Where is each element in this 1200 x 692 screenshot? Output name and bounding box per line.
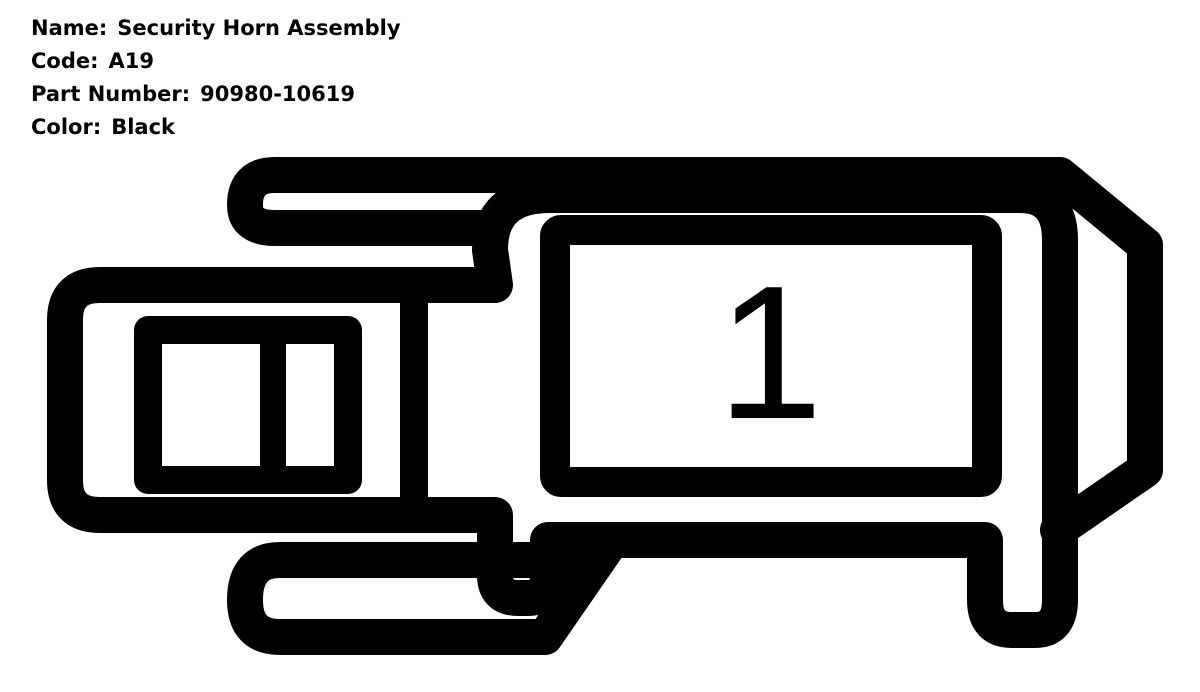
color-value: Black <box>111 115 176 139</box>
pin-1-label: 1 <box>717 247 823 459</box>
name-value: Security Horn Assembly <box>117 16 401 40</box>
part-number-value: 90980-10619 <box>200 82 355 106</box>
code-label: Code: <box>31 49 99 73</box>
pin-cavity-1 <box>540 215 1002 497</box>
top-latch-arm <box>227 157 1163 548</box>
name-label: Name: <box>31 16 108 40</box>
color-row: Color: Black <box>31 111 401 144</box>
code-row: Code: A19 <box>31 45 401 78</box>
name-row: Name: Security Horn Assembly <box>31 12 401 45</box>
connector-info: Name: Security Horn Assembly Code: A19 Par… <box>31 12 401 144</box>
lock-window <box>134 316 362 494</box>
bottom-latch-arm <box>227 522 630 655</box>
code-value: A19 <box>108 49 154 73</box>
part-number-label: Part Number: <box>31 82 191 106</box>
connector-housing <box>47 177 1078 648</box>
part-number-row: Part Number: 90980-10619 <box>31 78 401 111</box>
color-label: Color: <box>31 115 102 139</box>
